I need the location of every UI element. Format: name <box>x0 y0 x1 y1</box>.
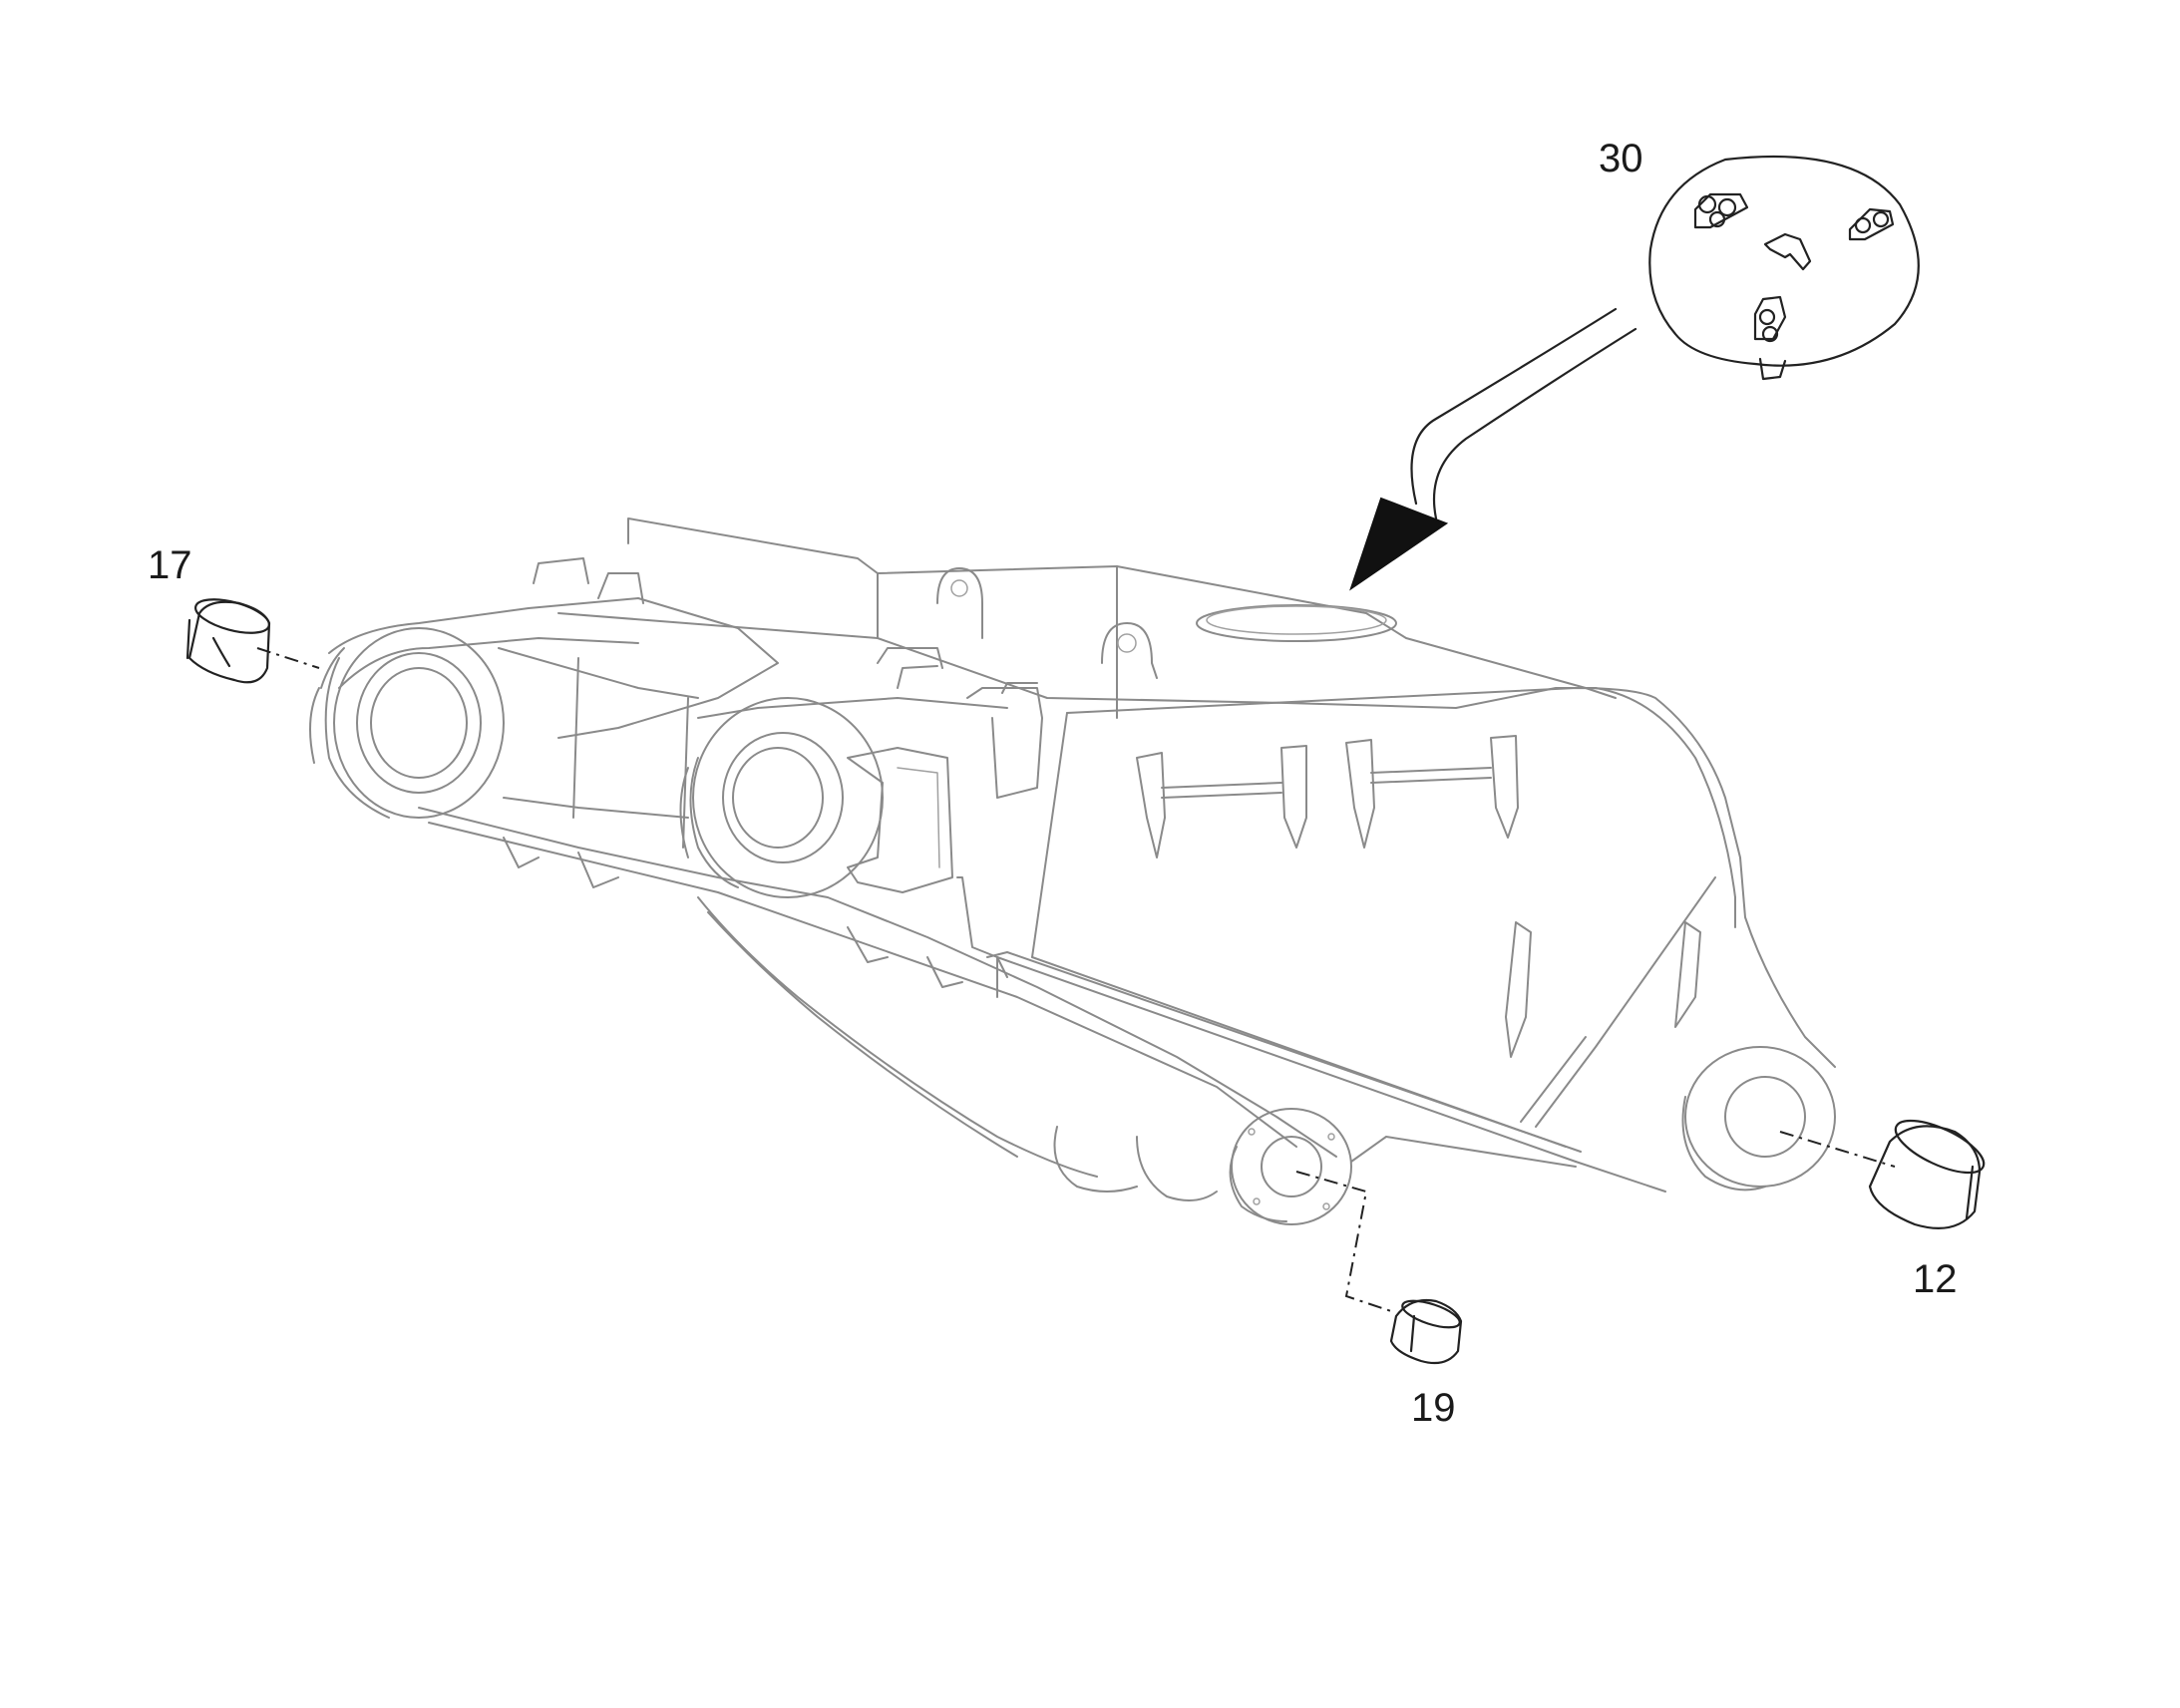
callout-12: 12 <box>1913 1257 1958 1301</box>
lower-pin-boss <box>1229 1108 1352 1225</box>
leader-17 <box>256 647 320 669</box>
middle-pin-boss <box>679 697 884 898</box>
callout-19: 19 <box>1411 1386 1456 1430</box>
boom-assembly <box>309 517 1836 1225</box>
leader-12 <box>1779 1131 1896 1168</box>
bushing-19 <box>1295 1171 1463 1365</box>
front-pin-boss <box>1681 1046 1836 1192</box>
rear-link-plate <box>328 597 779 739</box>
detail-inset-30 <box>1349 155 1920 591</box>
detail-arrowhead <box>1349 497 1449 591</box>
bushing-12 <box>1779 1119 1986 1229</box>
detail-pointer <box>1410 307 1618 506</box>
hose-bracket <box>847 747 953 893</box>
leader-19 <box>1295 1171 1392 1312</box>
side-gussets <box>1136 735 1701 1058</box>
boom-top-plate <box>627 517 1617 699</box>
callout-30: 30 <box>1599 137 1643 180</box>
callout-17: 17 <box>148 543 192 587</box>
bushing-17 <box>185 598 320 684</box>
boom-side-panel <box>1066 687 1836 1068</box>
lifting-eye <box>936 567 983 639</box>
rear-pin-boss <box>309 627 505 819</box>
lifting-eye <box>1101 622 1158 679</box>
boom-top-hole <box>1196 604 1397 642</box>
detail-inset-circle <box>1648 155 1920 367</box>
